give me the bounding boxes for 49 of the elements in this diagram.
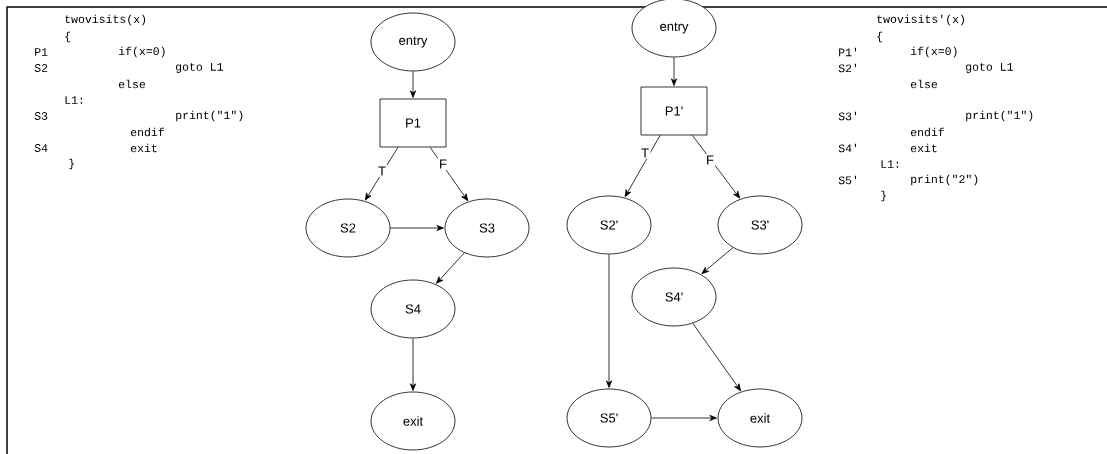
code-text: goto L1 [176, 63, 223, 73]
code-text: print("1") [966, 110, 1033, 122]
arrow [624, 135, 661, 198]
arrow [429, 147, 469, 202]
condition-box: P1 [379, 98, 447, 148]
code-text: exit [130, 143, 157, 153]
code-text: twovisits(x) [65, 14, 146, 26]
edge-label: T [639, 147, 651, 159]
arrow [436, 252, 465, 284]
arrow [701, 247, 734, 275]
code-text: P1 [35, 48, 48, 56]
arrow [692, 135, 741, 199]
code-text: S5' [838, 175, 857, 185]
code-text: print("2") [911, 174, 978, 186]
edge-label: F [704, 154, 716, 166]
code-text: S4' [838, 143, 857, 153]
code-text: } [69, 158, 74, 170]
condition-box: P1' [640, 86, 708, 136]
edge-label: F [437, 158, 449, 170]
code-text: goto L1 [966, 63, 1013, 73]
code-text: print("1") [176, 110, 243, 122]
code-text: endif [910, 127, 944, 137]
code-text: else [118, 79, 146, 89]
code-text: else [910, 79, 938, 89]
edge-label: T [376, 165, 388, 177]
arrow [364, 147, 399, 201]
arrow [410, 71, 416, 98]
code-text: { [877, 31, 883, 43]
arrow [651, 415, 717, 421]
arrow [606, 254, 612, 388]
code-text: P1' [839, 47, 857, 57]
code-text: } [881, 190, 886, 202]
code-text: S3 [34, 112, 48, 120]
code-text: L1: [881, 160, 899, 168]
code-text: S2 [34, 64, 48, 72]
code-text: endif [130, 127, 164, 137]
code-text: S3' [838, 111, 857, 121]
code-text: if(x=0) [119, 46, 165, 58]
code-text: twovisits'(x) [877, 14, 964, 26]
arrow [692, 322, 742, 392]
arrow [390, 225, 444, 231]
code-text: { [65, 31, 71, 43]
code-text: L1: [65, 96, 83, 104]
arrow [410, 338, 416, 391]
arrow [671, 57, 677, 86]
code-text: if(x=0) [911, 46, 957, 58]
code-text: S4 [34, 144, 48, 152]
code-text: exit [910, 143, 937, 153]
code-text: S2' [838, 63, 857, 73]
